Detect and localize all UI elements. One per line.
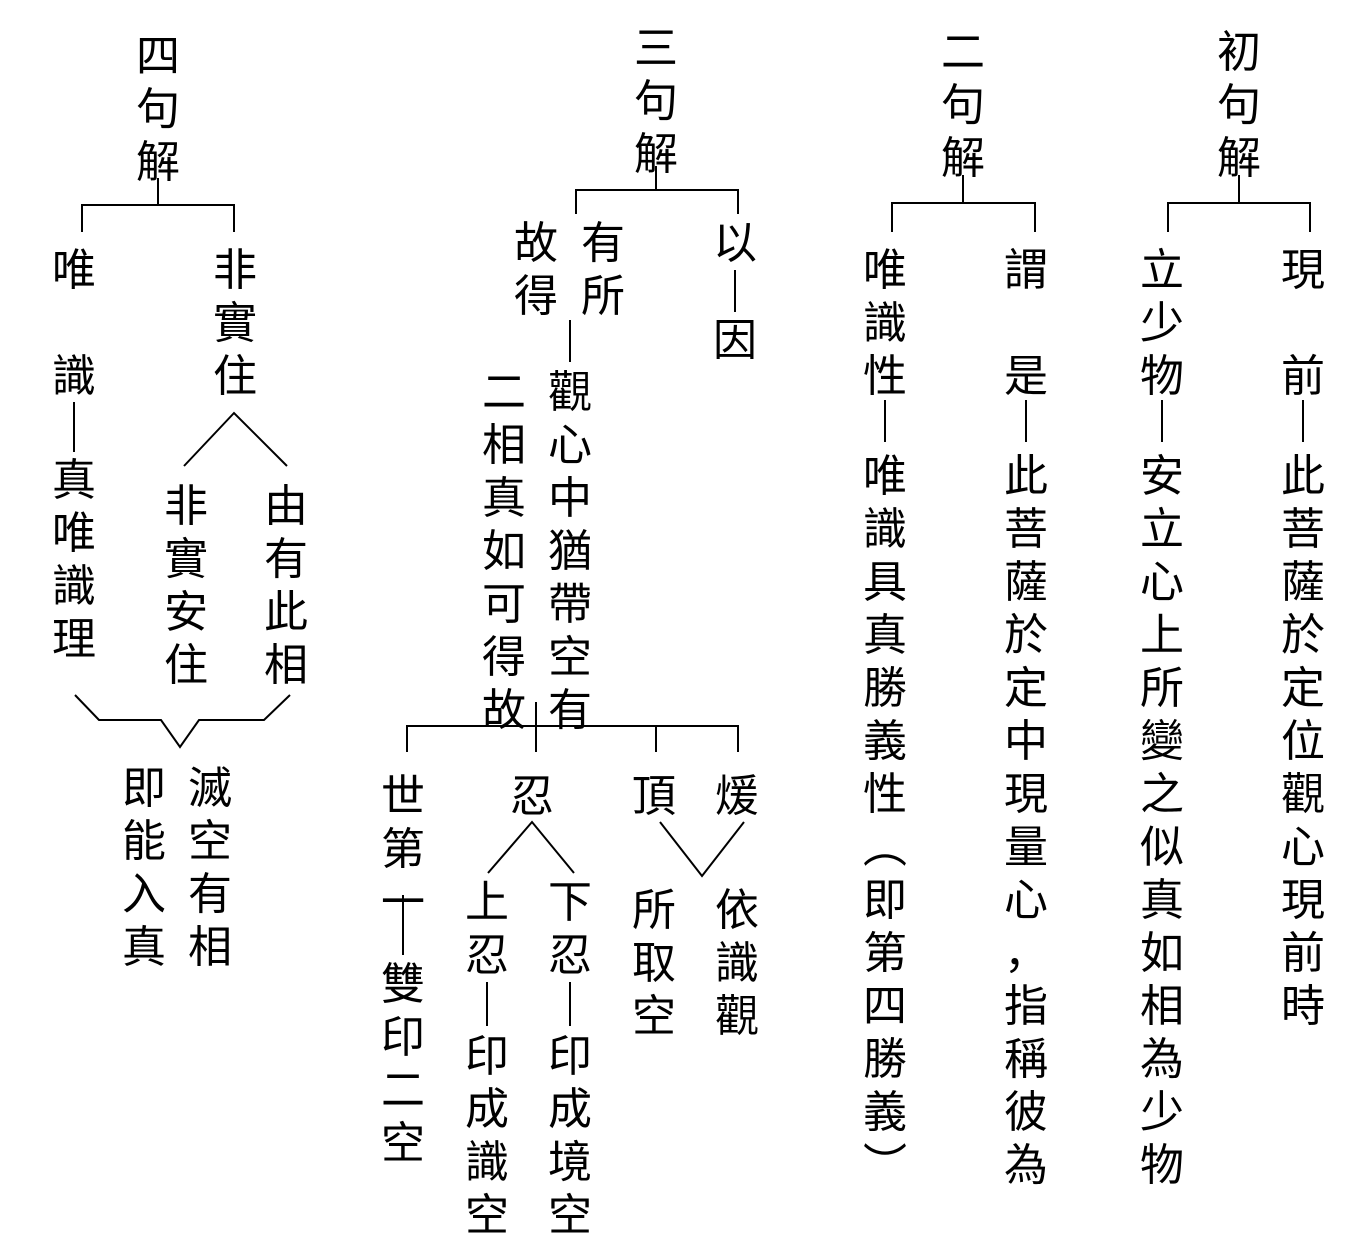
section1-bracket <box>1167 202 1311 232</box>
section3-observation-col2: 二 相 真 如 可 得 故 <box>482 367 526 736</box>
section4-branch-a-head: 非 實 住 <box>213 245 257 402</box>
section3-right-head: 以 <box>713 218 757 269</box>
section4-branch-b-head: 唯 識 <box>52 245 96 402</box>
section1-branch-b-body: 此 菩 薩 於 定 位 觀 心 現 前 時 <box>1281 451 1325 1032</box>
stage-world-first: 世 第 一 <box>381 771 425 928</box>
section1-branch-a-body: 安 立 心 上 所 變 之 似 真 如 相 為 少 物 <box>1140 451 1184 1191</box>
stage-ren-upper: 上 忍 <box>465 877 509 981</box>
stage-world-first-body: 雙 印 二 空 <box>381 959 425 1169</box>
stage-shared-object-emptiness: 所 取 空 <box>632 885 676 1042</box>
section4-title: 四 句 解 <box>136 31 180 188</box>
section3-bracket <box>575 189 739 214</box>
stage-nuan: 煖 <box>715 771 759 822</box>
section4-result-col2: 即 能 入 真 <box>122 763 166 973</box>
section2-title: 二 句 解 <box>941 27 985 184</box>
stage-nuan-body: 依 識 觀 <box>715 885 759 1042</box>
section2-branch-a-body: 唯 識 具 真 勝 義 性 ︵ 即 第 四 勝 義 ︶ <box>863 451 907 1191</box>
section4-branch-a-sub1: 由 有 此 相 <box>264 481 308 691</box>
section4-split <box>183 411 288 467</box>
section3-ding-nuan-merge <box>659 821 745 878</box>
section1-branch-b-head: 現 前 <box>1281 245 1325 402</box>
section3-left-col1: 有 所 <box>581 218 625 322</box>
section1-branch-a-head: 立 少 物 <box>1140 245 1184 402</box>
section4-result-col1: 滅 空 有 相 <box>188 763 232 973</box>
section3-right-body: 因 <box>713 315 757 366</box>
section3-title: 三 句 解 <box>634 23 678 180</box>
section1-title: 初 句 解 <box>1217 27 1261 184</box>
section3-ren-split <box>487 820 575 874</box>
section4-bracket <box>81 204 235 232</box>
section3-observation-col1: 觀 心 中 猶 帶 空 有 <box>548 367 592 736</box>
section3-left-col2: 故 得 <box>514 218 558 322</box>
section3-stages-bracket <box>406 725 739 752</box>
section2-branch-b-body: 此 菩 薩 於 定 中 現 量 心 ， 指 稱 彼 為 <box>1004 451 1048 1191</box>
section4-merge <box>74 694 291 749</box>
section2-branch-b-head: 謂 是 <box>1004 245 1048 402</box>
section4-branch-b-body: 真 唯 識 理 <box>52 455 96 665</box>
stage-ren-lower: 下 忍 <box>548 877 592 981</box>
stage-ding: 頂 <box>632 771 676 822</box>
stage-ren: 忍 <box>510 771 554 822</box>
stage-ren-lower-body: 印 成 境 空 <box>548 1031 592 1241</box>
section2-bracket <box>891 202 1036 232</box>
stage-ren-upper-body: 印 成 識 空 <box>465 1031 509 1241</box>
section2-branch-a-head: 唯 識 性 <box>863 245 907 402</box>
section4-branch-a-sub2: 非 實 安 住 <box>164 481 208 691</box>
